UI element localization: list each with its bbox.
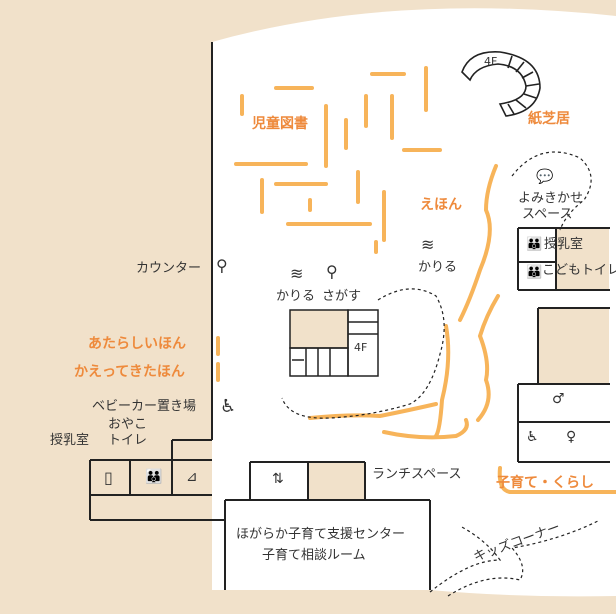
outside-blob <box>0 0 212 170</box>
kamishibai-label: 紙芝居 <box>528 111 570 127</box>
wheelchair-icon: ♿ <box>526 429 539 445</box>
dashed-zones <box>281 151 601 597</box>
elevator-icon: ⇅ <box>272 471 284 487</box>
family-toilet-label-line2: トイレ <box>108 433 148 448</box>
family-toilet-label-line1: おやこ <box>108 417 148 432</box>
counter-staff-icon: ⚲ <box>216 256 228 275</box>
support-center-label-line2: 子育て相談ルーム <box>262 548 366 563</box>
speech-bubble-book-icon: 💬 <box>536 169 554 185</box>
bookshelves <box>216 66 616 494</box>
picture-books-label: えほん <box>420 197 462 213</box>
returned-books-label: かえってきたほん <box>74 364 185 380</box>
main-stairs <box>289 309 379 377</box>
nursing-room-right-label: 授乳室 <box>544 237 584 252</box>
support-center-label-line1: ほがらか子育て支援センター <box>236 527 406 542</box>
nursing-room-left-label: 授乳室 <box>50 433 90 448</box>
kids-toilet-label: こどもトイレ <box>542 263 616 278</box>
search-label: さがす <box>322 289 362 304</box>
spiral-staircase-icon <box>461 51 541 117</box>
right-room-fill <box>539 309 609 383</box>
stairs-upper-label: 4F <box>484 55 498 68</box>
childrens-library-label: 児童図書 <box>252 116 308 132</box>
stairs-lower-label: 4F <box>354 341 368 354</box>
outside-area-left <box>0 0 212 614</box>
search-person-icon: ⚲ <box>326 262 338 281</box>
baby-bottle-icon: ▯ <box>104 468 113 487</box>
childcare-corner-label: 子育て・くらし <box>496 475 594 491</box>
stroller-icon: ♿ <box>220 396 237 417</box>
borrow-label-1: かりる <box>276 289 316 304</box>
counter-label: カウンター <box>136 261 202 276</box>
parent-child-icon: 👪 <box>526 265 543 280</box>
borrow-label-2: かりる <box>418 260 458 275</box>
book-stack-icon: ≋ <box>290 264 304 283</box>
parent-child-icon: 👪 <box>145 469 163 485</box>
lunch-space-label: ランチスペース <box>372 467 462 482</box>
walls <box>89 42 610 590</box>
diaper-change-icon: ⊿ <box>186 469 198 485</box>
storytime-label-line1: よみきかせ <box>518 191 584 206</box>
new-books-label: あたらしいほん <box>88 336 186 352</box>
storytime-label-line2: スペース <box>522 207 573 222</box>
parent-child-icon: 👪 <box>526 237 543 252</box>
kids-toilet-fill <box>557 229 609 289</box>
person-icon: ♂ <box>552 391 565 407</box>
lunch-room-fill <box>309 463 364 499</box>
stroller-parking-label: ベビーカー置き場 <box>92 399 197 414</box>
book-stack-icon: ≋ <box>421 235 435 254</box>
person-icon: ♀ <box>566 429 577 445</box>
